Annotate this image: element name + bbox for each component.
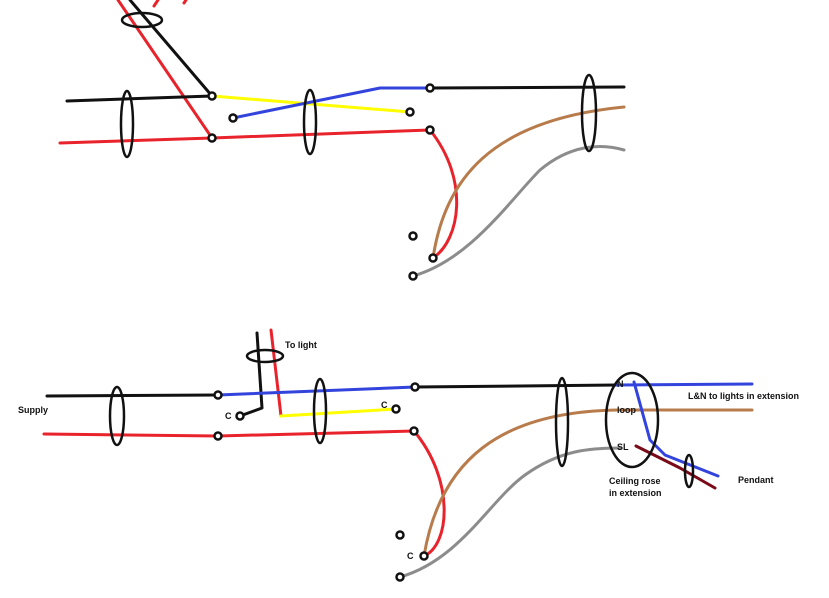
bottom-terminal [213,431,223,441]
bottom-terminal [419,551,429,561]
bottom-supply-red-wire [42,429,416,438]
common-two-way-label: C [407,551,414,561]
top-terminal [425,125,435,135]
top-terminal [428,253,438,263]
bottom-sleeve-supply [108,385,126,447]
switched-live-label: SL [617,442,629,452]
pendant-label: Pendant [738,475,774,485]
top-yellow-strapper-wire [210,94,412,114]
top-red-stub-wire-2 [182,0,188,5]
bottom-terminal [213,390,223,400]
supply-label: Supply [18,405,48,415]
top-sleeve-switch-cable [120,11,164,29]
top-red-switch-drop-wire [116,0,214,140]
top-sleeve-out [580,73,598,153]
common-right-label: C [381,400,388,410]
top-terminal [228,113,238,123]
bottom-sleeve-pendant [683,453,695,489]
bottom-blue-ln-wire [615,382,754,387]
top-red-loop-wire [428,128,459,260]
bottom-sleeve-to-light [245,348,285,364]
bottom-terminal [235,411,245,421]
bottom-terminal [410,382,420,392]
bottom-sleeve-strappers [312,377,328,445]
top-blue-strapper-wire [231,86,432,120]
top-diagram [58,0,626,281]
bottom-red-to-light-wire [269,328,283,418]
ceiling-rose-outline [604,371,660,469]
bottom-black-out-wire [413,383,619,389]
ceiling-rose-label-line2: in extension [609,488,662,498]
bottom-yellow-strapper-wire [279,407,398,418]
bottom-sleeve-out [554,376,570,468]
top-sleeve-supply [119,89,135,159]
bottom-brown-wire [422,408,754,558]
neutral-label: N [617,379,624,389]
bottom-red-loop-wire [412,429,446,558]
top-terminal [408,271,418,281]
ceiling-rose-label-line1: Ceiling rose [609,476,661,486]
top-terminal [425,83,435,93]
bottom-grey-wire [398,446,622,579]
bottom-terminal [395,530,405,540]
top-black-switch-drop-wire [128,0,214,98]
top-black-out-wire [428,85,626,90]
to-light-label: To light [285,340,317,350]
bottom-supply-black-wire [45,393,220,398]
loop-label: loop [617,405,636,415]
bottom-black-switch-wire [238,331,264,418]
common-left-label: C [225,411,232,421]
top-terminal [405,107,415,117]
top-sleeve-strappers [302,88,318,156]
top-terminal [408,231,418,241]
top-terminal [207,91,217,101]
top-brown-wire [431,105,626,260]
bottom-diagram: To light Supply C C C N loop SL L&N to l… [18,328,799,582]
bottom-terminal [391,404,401,414]
ln-to-lights-label: L&N to lights in extension [688,391,799,401]
top-supply-red-wire [58,128,432,145]
top-supply-black-wire [65,94,214,103]
top-grey-wire [411,145,626,278]
bottom-terminal [395,572,405,582]
top-terminal [207,133,217,143]
bottom-terminal [409,426,419,436]
bottom-blue-pendant-wire [632,380,720,478]
top-red-stub-wire [152,0,160,8]
